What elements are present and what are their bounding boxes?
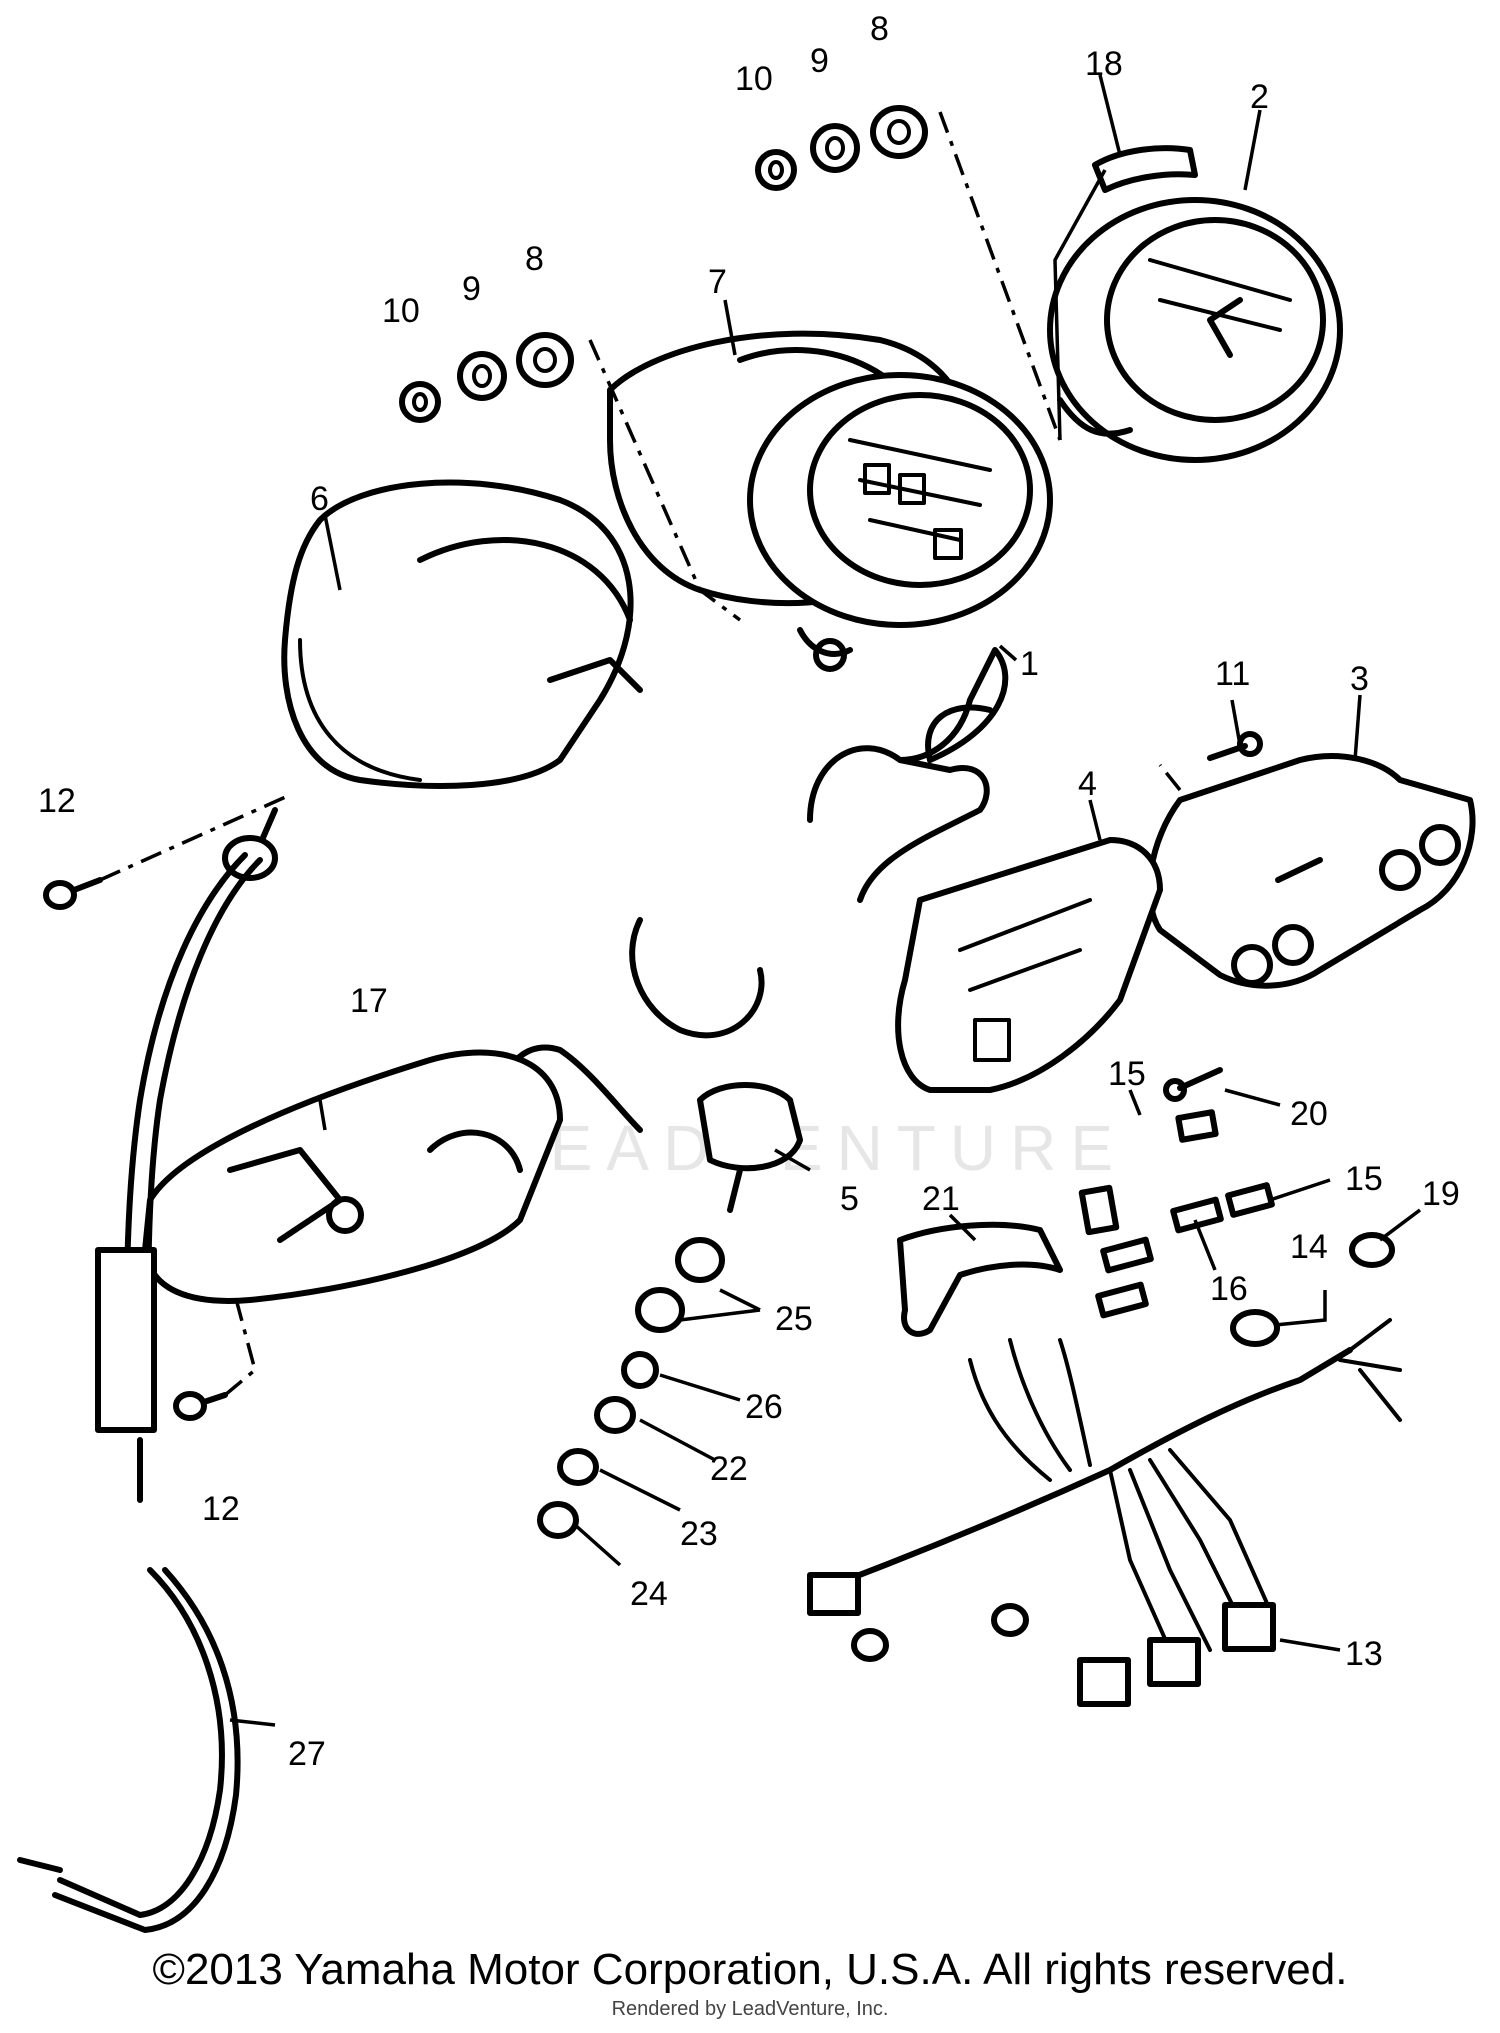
- callout-4: 4: [1078, 765, 1097, 803]
- callout-13: 13: [1345, 1635, 1383, 1673]
- leader-lines: [229, 74, 1422, 1727]
- callout-26: 26: [745, 1388, 783, 1426]
- callout-27: 27: [288, 1735, 326, 1773]
- screws[interactable]: [43, 731, 1263, 1421]
- callout-22: 22: [710, 1450, 748, 1488]
- callout-1: 1: [1020, 645, 1039, 683]
- callout-15a: 15: [1108, 1055, 1146, 1093]
- part-13-wire-harness[interactable]: [807, 1318, 1402, 1707]
- callout-10a: 10: [735, 60, 773, 98]
- clamp-left[interactable]: [629, 917, 765, 1039]
- callout-9b: 9: [462, 270, 481, 308]
- callout-2: 2: [1250, 78, 1269, 116]
- callout-14: 14: [1290, 1228, 1328, 1266]
- part-27-speedometer-cable[interactable]: [17, 807, 278, 1933]
- callout-8b: 8: [525, 240, 544, 278]
- callout-3: 3: [1350, 660, 1369, 698]
- callout-8a: 8: [870, 10, 889, 48]
- callout-25: 25: [775, 1300, 813, 1338]
- callout-21: 21: [922, 1180, 960, 1218]
- callout-numbers: 1 2 3 4 5 6 7 8 8 9 9 10 10 11 12 12 13 …: [38, 10, 1460, 1773]
- part-6-meter-cover[interactable]: [281, 479, 643, 789]
- callout-17: 17: [350, 982, 388, 1020]
- part-18-pad[interactable]: [1092, 145, 1198, 193]
- callout-19: 19: [1422, 1175, 1460, 1213]
- part-1-meter-assembly[interactable]: [747, 372, 1053, 672]
- part-2-tachometer[interactable]: [1047, 197, 1343, 463]
- callout-6: 6: [310, 480, 329, 518]
- callout-12a: 12: [38, 782, 76, 820]
- part-4-meter-bracket[interactable]: [807, 704, 1163, 1093]
- part-5-switch[interactable]: [697, 1082, 803, 1213]
- callout-10b: 10: [382, 292, 420, 330]
- rendered-by-credit: Rendered by LeadVenture, Inc.: [611, 1998, 889, 2020]
- callout-7: 7: [708, 263, 727, 301]
- callout-24: 24: [630, 1575, 668, 1613]
- assembly-lines: [99, 111, 1182, 1397]
- part-3-bracket[interactable]: [1146, 753, 1476, 989]
- callout-9a: 9: [810, 42, 829, 80]
- callout-5: 5: [840, 1180, 859, 1218]
- washers-lower[interactable]: [399, 332, 574, 423]
- grommet-parts[interactable]: [537, 1237, 725, 1539]
- washers-upper[interactable]: [755, 105, 928, 191]
- part-21-bracket[interactable]: [897, 1221, 1063, 1337]
- bulb-sockets[interactable]: [1078, 1109, 1395, 1347]
- callout-15b: 15: [1345, 1160, 1383, 1198]
- watermark-text: LEADVENTURE: [500, 1112, 1127, 1184]
- callout-23: 23: [680, 1515, 718, 1553]
- copyright-notice: ©2013 Yamaha Motor Corporation, U.S.A. A…: [152, 1945, 1348, 1994]
- callout-20: 20: [1290, 1095, 1328, 1133]
- callout-16: 16: [1210, 1270, 1248, 1308]
- callout-12b: 12: [202, 1490, 240, 1528]
- callout-11: 11: [1215, 655, 1250, 693]
- clamp-upper[interactable]: [897, 647, 1009, 763]
- callout-18: 18: [1085, 45, 1123, 83]
- part-17-lower-housing[interactable]: [142, 1049, 563, 1304]
